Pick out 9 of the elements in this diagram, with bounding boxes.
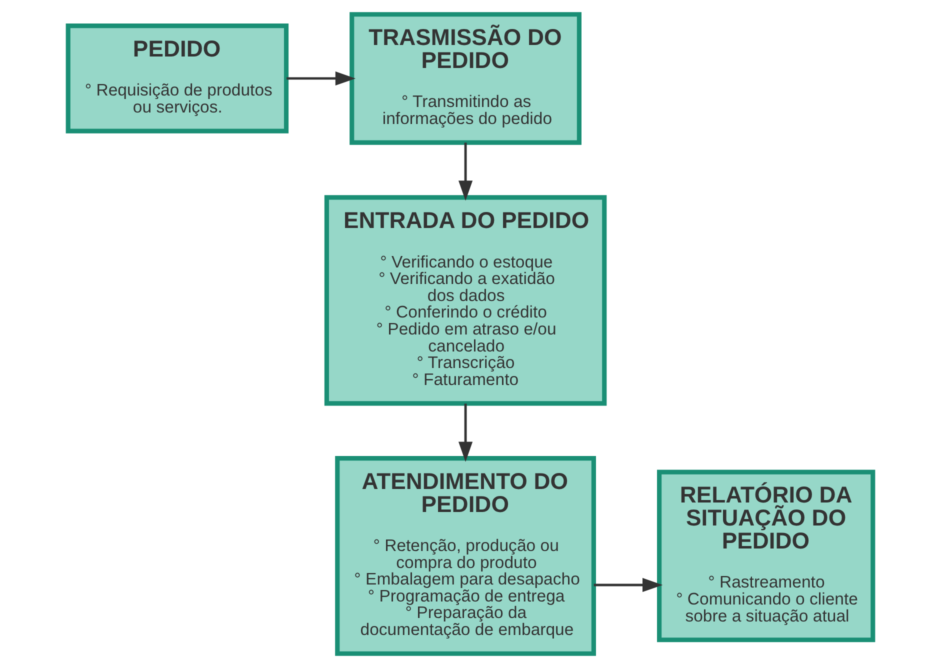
- node-box: ENTRADA DO PEDIDO ° Verificando o estoque ° Verificando a exatidão dos dados ° Conferindo o crédito ° Pedido em atraso e/ou cancelado ° Transcrição ° Faturamento: [324, 195, 607, 406]
- node-box: RELATÓRIO DA SITUAÇÃO DO PEDIDO ° Rastreamento ° Comunicando o cliente sobre a situação atual: [657, 470, 876, 642]
- arrow: [458, 142, 473, 201]
- arrow: [286, 71, 356, 86]
- node-box: TRASMISSÃO DO PEDIDO ° Transmitindo as informações do pedido: [350, 12, 582, 145]
- node-box: ATENDIMENTO DO PEDIDO ° Retenção, produção ou compra do produto ° Embalagem para desapacho ° Programação de entrega ° Preparação da documentação de embarque: [335, 456, 596, 656]
- arrow: [458, 404, 473, 462]
- arrow: [594, 578, 663, 592]
- node-box: PEDIDO ° Requisição de produtos ou serviços.: [66, 24, 289, 134]
